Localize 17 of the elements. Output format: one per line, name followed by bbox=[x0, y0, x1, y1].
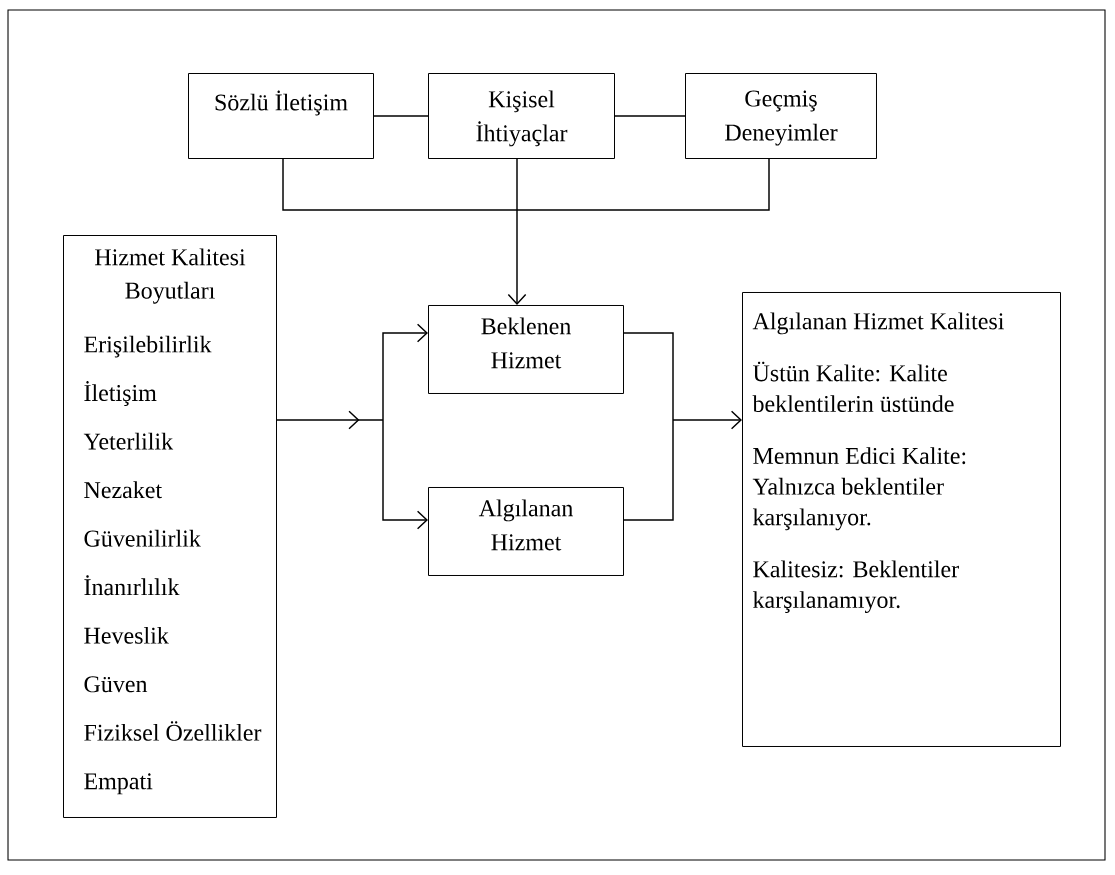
arrow bbox=[507, 157, 527, 305]
list-box: Hizmet Kalitesi Boyutları Erişilebilirlik İletişim Yeterlilik Nezaket Güvenilirlik İnanırlılık Heveslik Güven Fiziksel Özellikler Empati bbox=[63, 235, 277, 818]
connector-line bbox=[622, 332, 674, 421]
process-box: Beklenen Hizmet bbox=[428, 305, 624, 394]
process-box: Sözlü İletişim bbox=[188, 73, 374, 159]
text-box: Algılanan Hizmet Kalitesi Üstün Kalite: Kalite beklentilerin üstünde Memnun Edici Kalite: Yalnızca beklentiler karşılanıyor. Kalitesiz: Beklentiler karşılanamıyor. bbox=[742, 292, 1061, 747]
connector-line bbox=[613, 115, 686, 117]
connector-line bbox=[516, 157, 770, 211]
arrow bbox=[672, 410, 742, 430]
connector-line bbox=[622, 419, 674, 521]
process-box: Algılanan Hizmet bbox=[428, 487, 624, 576]
connector-line bbox=[372, 115, 429, 117]
process-box: Kişisel İhtiyaçlar bbox=[428, 73, 615, 159]
arrow bbox=[382, 419, 428, 530]
process-box: Geçmiş Deneyimler bbox=[685, 73, 877, 159]
arrow bbox=[382, 323, 428, 421]
connector-line bbox=[282, 157, 518, 211]
